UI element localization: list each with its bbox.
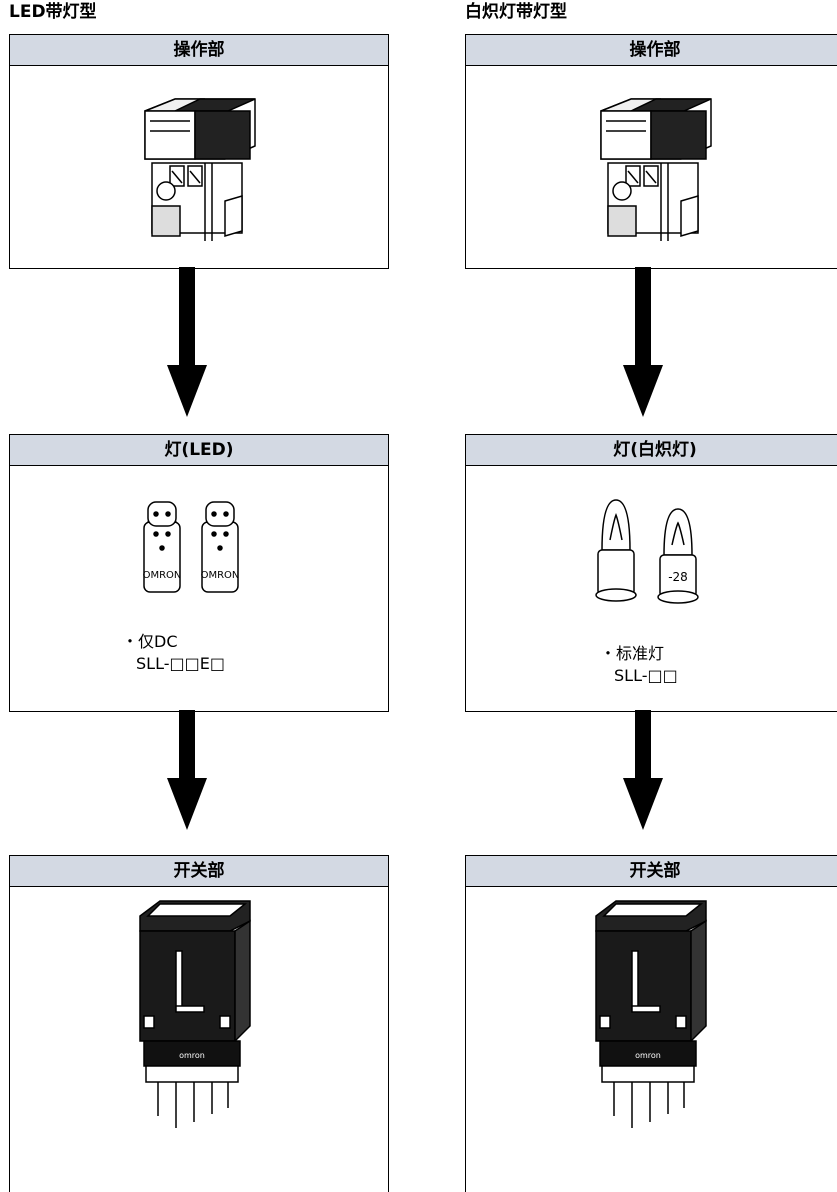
led-marking: OMRON <box>143 570 182 581</box>
switch-marking: omron <box>179 1051 205 1060</box>
lamp-header: 灯(LED) <box>10 435 388 466</box>
operation-part-illustration <box>600 98 712 241</box>
incandescent-column: 白炽灯带灯型 操作部 <box>465 0 837 1192</box>
lamp-notes: ・标准灯 SLL-□□ <box>600 643 678 687</box>
switch-part-header: 开关部 <box>466 856 837 887</box>
incandescent-lamp-illustration: -28 <box>595 499 699 604</box>
lamp-note-line-1: ・标准灯 <box>600 644 665 663</box>
lamp-header: 灯(白炽灯) <box>466 435 837 466</box>
switch-part-box: 开关部 omron <box>465 855 837 1192</box>
led-column: LED带灯型 操作部 <box>9 0 389 1192</box>
lamp-box: 灯(LED) OMRON OMRON <box>9 434 389 712</box>
flow-arrow <box>623 710 663 830</box>
flow-arrow <box>167 267 207 417</box>
lamp-note-line-2: SLL-□□E□ <box>136 654 225 673</box>
column-title: LED带灯型 <box>9 2 97 22</box>
operation-part-header: 操作部 <box>466 35 837 66</box>
lamp-note-line-1: ・仅DC <box>122 632 178 651</box>
switch-marking: omron <box>635 1051 661 1060</box>
flow-arrow <box>623 267 663 417</box>
lamp-box: 灯(白炽灯) -28 ・标准灯 SLL-□□ <box>465 434 837 712</box>
switch-part-header: 开关部 <box>10 856 388 887</box>
bulb-marking: -28 <box>668 570 688 584</box>
operation-part-box: 操作部 <box>9 34 389 269</box>
flow-arrow <box>167 710 207 830</box>
switch-part-illustration: omron <box>595 900 707 1128</box>
operation-part-box: 操作部 <box>465 34 837 269</box>
switch-part-box: 开关部 omron <box>9 855 389 1192</box>
lamp-notes: ・仅DC SLL-□□E□ <box>122 631 225 675</box>
operation-part-illustration <box>144 98 256 241</box>
lamp-note-line-2: SLL-□□ <box>614 666 678 685</box>
switch-part-illustration: omron <box>139 900 251 1128</box>
column-title: 白炽灯带灯型 <box>465 2 567 22</box>
led-lamp-illustration: OMRON OMRON <box>143 501 240 593</box>
led-marking: OMRON <box>201 570 240 581</box>
operation-part-header: 操作部 <box>10 35 388 66</box>
